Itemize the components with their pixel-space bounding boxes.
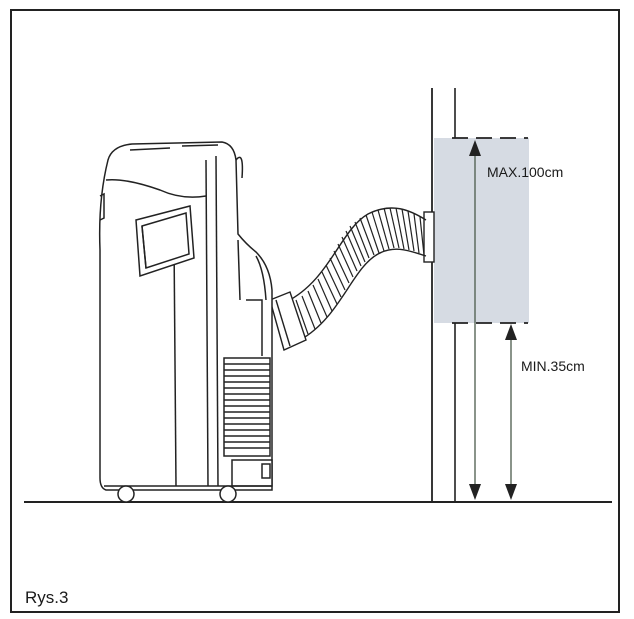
exhaust-hose [285, 207, 427, 341]
front-wheel [117, 485, 135, 503]
window-limits [452, 137, 528, 324]
window-opening [434, 138, 529, 323]
max-arrow [469, 140, 481, 500]
max-height-label: MAX.100cm [487, 164, 564, 180]
wheels [117, 485, 237, 503]
rear-wheel [219, 485, 237, 503]
min-arrow [505, 324, 517, 500]
air-conditioner [98, 141, 273, 491]
figure-caption: Rys.3 [25, 588, 69, 607]
window-adapter [423, 211, 435, 263]
hose-connector [269, 291, 307, 351]
min-height-label: MIN.35cm [521, 358, 585, 374]
